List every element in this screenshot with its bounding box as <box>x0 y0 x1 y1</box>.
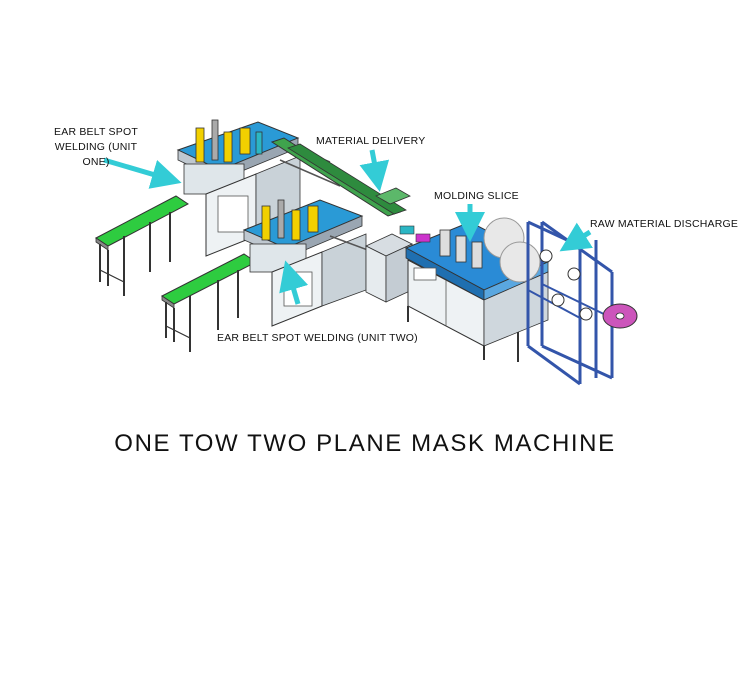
label-ear-belt-unit-one: EAR BELT SPOT WELDING (UNIT ONE) <box>54 126 138 168</box>
label-raw-material-discharge: RAW MATERIAL DISCHARGE <box>590 218 739 230</box>
callout-arrows <box>103 149 593 305</box>
material-delivery-rail <box>270 137 411 217</box>
diagram-title: ONE TOW TWO PLANE MASK MACHINE <box>114 430 616 457</box>
arrow-ear-belt-unit-one <box>103 157 182 189</box>
conveyor-unit-one <box>95 195 189 296</box>
arrow-raw-material-discharge <box>559 222 593 252</box>
control-cabinet <box>365 233 413 303</box>
label-molding-slice: MOLDING SLICE <box>434 190 519 202</box>
arrow-material-delivery <box>359 149 390 192</box>
label-material-delivery: MATERIAL DELIVERY <box>316 135 426 147</box>
arrow-ear-belt-unit-two <box>279 260 309 305</box>
label-ear-belt-unit-two: EAR BELT SPOT WELDING (UNIT TWO) <box>217 332 418 344</box>
